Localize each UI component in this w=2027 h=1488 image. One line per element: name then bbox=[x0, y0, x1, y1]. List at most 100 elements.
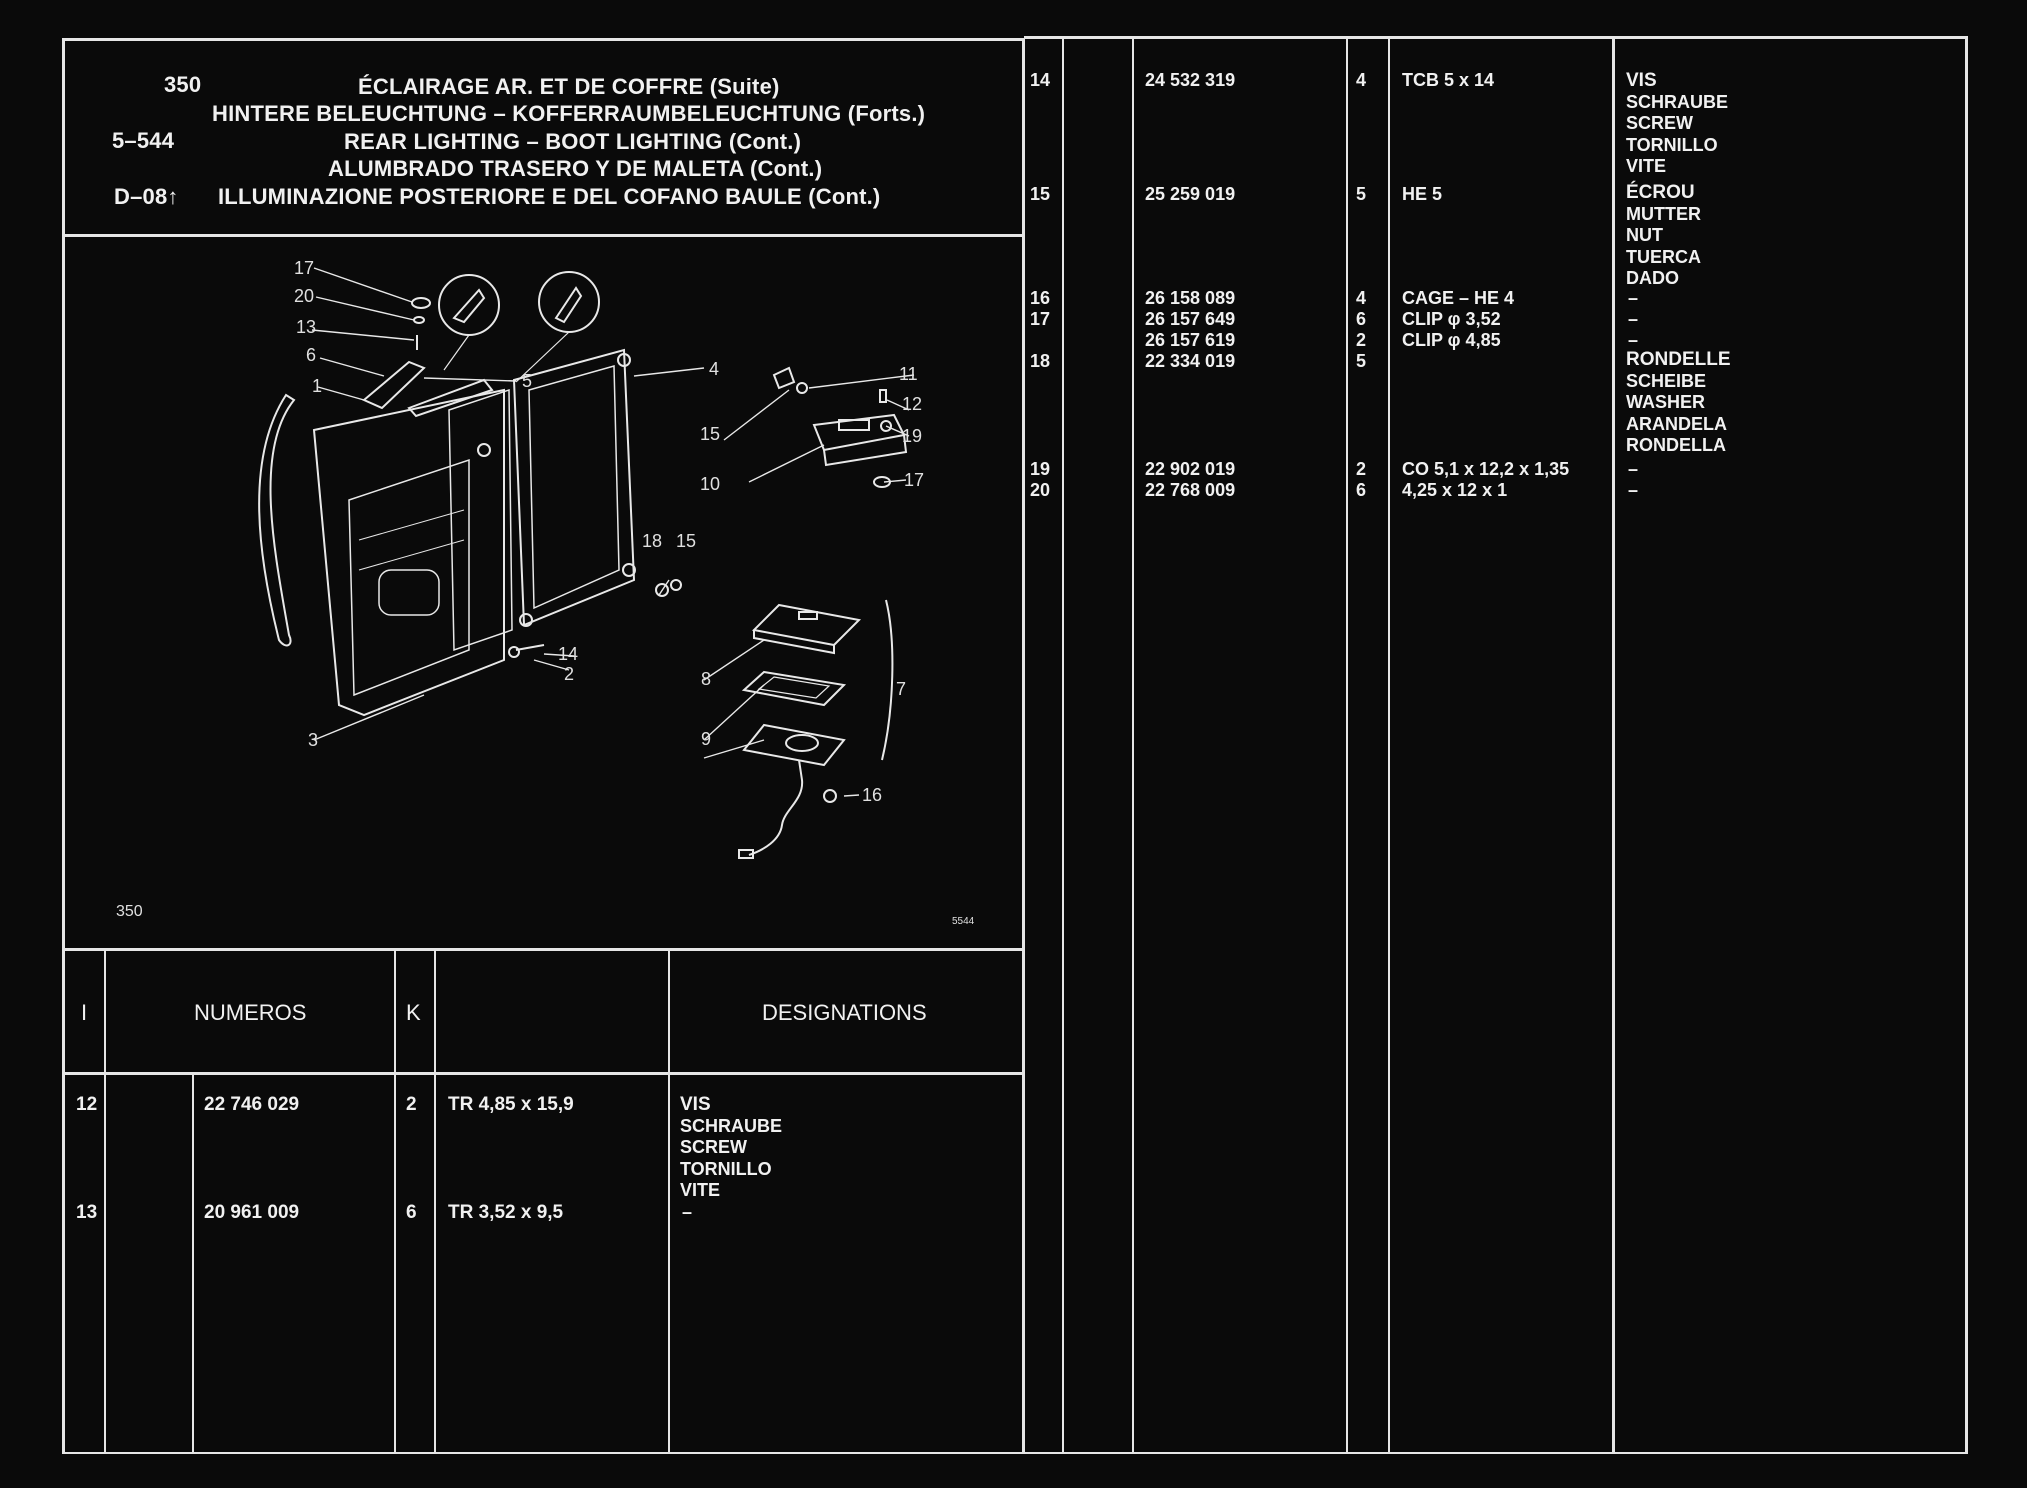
right-col-line-4 bbox=[1388, 38, 1390, 1454]
row-designation: – bbox=[1628, 459, 1639, 479]
right-col-line-5 bbox=[1612, 38, 1615, 1454]
row-ref: TCB 5 x 14 bbox=[1402, 70, 1495, 90]
designation-it: VITE bbox=[1626, 156, 1667, 176]
right-col-line-1 bbox=[1062, 38, 1064, 1454]
row-designation: – bbox=[1628, 309, 1639, 329]
diagram-bottom-line bbox=[62, 948, 1024, 951]
row-number: 26 158 089 bbox=[1145, 288, 1236, 308]
row-item: 20 bbox=[1030, 480, 1051, 500]
frame-left bbox=[62, 38, 65, 1454]
row-designation: VIS SCHRAUBE SCREW TORNILLO VITE bbox=[680, 1094, 782, 1202]
row-ref: HE 5 bbox=[1402, 184, 1443, 204]
row-number: 24 532 319 bbox=[1145, 70, 1236, 90]
designation-en: SCREW bbox=[1626, 113, 1693, 133]
left-col-line-3 bbox=[394, 950, 396, 1454]
designation-it: VITE bbox=[680, 1180, 721, 1200]
row-ref: CAGE – HE 4 bbox=[1402, 288, 1515, 308]
frame-bottom bbox=[62, 1452, 1968, 1454]
title-it: ILLUMINAZIONE POSTERIORE E DEL COFANO BA… bbox=[218, 184, 881, 209]
callout-13: 13 bbox=[296, 317, 316, 337]
date-ref: D–08↑ bbox=[114, 184, 179, 209]
callout-1: 1 bbox=[312, 376, 322, 396]
row-designation: – bbox=[682, 1202, 692, 1224]
designation-de: SCHRAUBE bbox=[680, 1115, 783, 1136]
row-designation: – bbox=[1628, 480, 1639, 500]
col-header-numeros: NUMEROS bbox=[194, 1000, 307, 1025]
callout-11: 11 bbox=[899, 364, 918, 384]
row-qty: 2 bbox=[1356, 330, 1367, 350]
left-col-line-2 bbox=[192, 1074, 194, 1454]
callout-2: 2 bbox=[564, 664, 574, 684]
callout-12: 12 bbox=[902, 394, 922, 414]
designation-de: SCHRAUBE bbox=[1626, 91, 1729, 112]
right-col-line-0 bbox=[1022, 38, 1025, 1454]
callout-20: 20 bbox=[294, 286, 314, 306]
row-qty: 4 bbox=[1356, 70, 1367, 90]
frame-top-left bbox=[62, 38, 1024, 41]
row-qty: 6 bbox=[1356, 309, 1367, 329]
callout-10: 10 bbox=[700, 474, 720, 494]
row-item: 12 bbox=[76, 1094, 98, 1115]
designation-it: DADO bbox=[1626, 268, 1679, 288]
callout-16: 16 bbox=[862, 785, 882, 805]
row-qty: 2 bbox=[406, 1094, 417, 1115]
col-header-i: I bbox=[81, 1000, 88, 1025]
figure-ref: 5544 bbox=[952, 916, 975, 927]
row-ref: 4,25 x 12 x 1 bbox=[1402, 480, 1508, 500]
left-col-line-1 bbox=[104, 950, 106, 1454]
row-item: 16 bbox=[1030, 288, 1051, 308]
designation-fr: RONDELLE bbox=[1626, 349, 1731, 370]
designation-es: TORNILLO bbox=[1626, 134, 1718, 155]
callout-3: 3 bbox=[308, 730, 318, 750]
row-qty: 5 bbox=[1356, 351, 1367, 371]
callout-6: 6 bbox=[306, 345, 316, 365]
row-designation: ÉCROU MUTTER NUT TUERCA DADO bbox=[1626, 182, 1701, 290]
row-number: 26 157 619 bbox=[1145, 330, 1236, 350]
row-item: 18 bbox=[1030, 351, 1051, 371]
callout-5: 5 bbox=[522, 371, 532, 391]
row-qty: 6 bbox=[1356, 480, 1367, 500]
row-number: 22 902 019 bbox=[1145, 459, 1236, 479]
row-number: 22 768 009 bbox=[1145, 480, 1236, 500]
callout-15b: 15 bbox=[676, 531, 696, 551]
right-col-line-2 bbox=[1132, 38, 1134, 1454]
row-number: 26 157 649 bbox=[1145, 309, 1236, 329]
col-header-k: K bbox=[406, 1000, 421, 1025]
row-designation: VIS SCHRAUBE SCREW TORNILLO VITE bbox=[1626, 70, 1728, 178]
right-col-line-3 bbox=[1346, 38, 1348, 1454]
callout-18: 18 bbox=[642, 531, 662, 551]
row-ref: CLIP φ 4,85 bbox=[1402, 330, 1501, 350]
left-col-line-5 bbox=[668, 950, 670, 1454]
row-ref: TR 3,52 x 9,5 bbox=[448, 1202, 564, 1223]
row-item: 14 bbox=[1030, 70, 1051, 90]
row-qty: 6 bbox=[406, 1202, 417, 1223]
designation-de: SCHEIBE bbox=[1626, 370, 1707, 391]
designation-es: TORNILLO bbox=[680, 1158, 772, 1179]
row-number: 25 259 019 bbox=[1145, 184, 1236, 204]
callout-17b: 17 bbox=[904, 470, 924, 490]
callout-14: 14 bbox=[558, 644, 578, 664]
left-col-line-4 bbox=[434, 950, 436, 1454]
row-ref: CO 5,1 x 12,2 x 1,35 bbox=[1402, 459, 1570, 479]
row-designation: – bbox=[1628, 330, 1639, 350]
row-ref: CLIP φ 3,52 bbox=[1402, 309, 1501, 329]
figure-code: 350 bbox=[116, 903, 143, 920]
row-designation: RONDELLE SCHEIBE WASHER ARANDELA RONDELL… bbox=[1626, 349, 1731, 457]
designation-en: WASHER bbox=[1626, 392, 1706, 412]
designation-de: MUTTER bbox=[1626, 203, 1701, 224]
title-es: ALUMBRADO TRASERO Y DE MALETA (Cont.) bbox=[328, 156, 823, 181]
designation-fr: VIS bbox=[680, 1094, 711, 1115]
header-bottom-line bbox=[62, 234, 1024, 237]
callout-8: 8 bbox=[701, 669, 711, 689]
col-header-designations: DESIGNATIONS bbox=[762, 1000, 927, 1025]
row-item: 19 bbox=[1030, 459, 1051, 479]
callout-17a: 17 bbox=[294, 258, 314, 278]
frame-right bbox=[1965, 36, 1968, 1454]
designation-fr: ÉCROU bbox=[1626, 182, 1695, 203]
exploded-parts-diagram: 17 20 13 6 1 5 4 11 12 19 15 10 17 18 15… bbox=[116, 258, 975, 927]
title-fr: ÉCLAIRAGE AR. ET DE COFFRE (Suite) bbox=[358, 74, 780, 99]
group-code: 350 bbox=[164, 72, 202, 97]
designation-en: SCREW bbox=[680, 1137, 747, 1157]
designation-es: TUERCA bbox=[1626, 246, 1701, 267]
